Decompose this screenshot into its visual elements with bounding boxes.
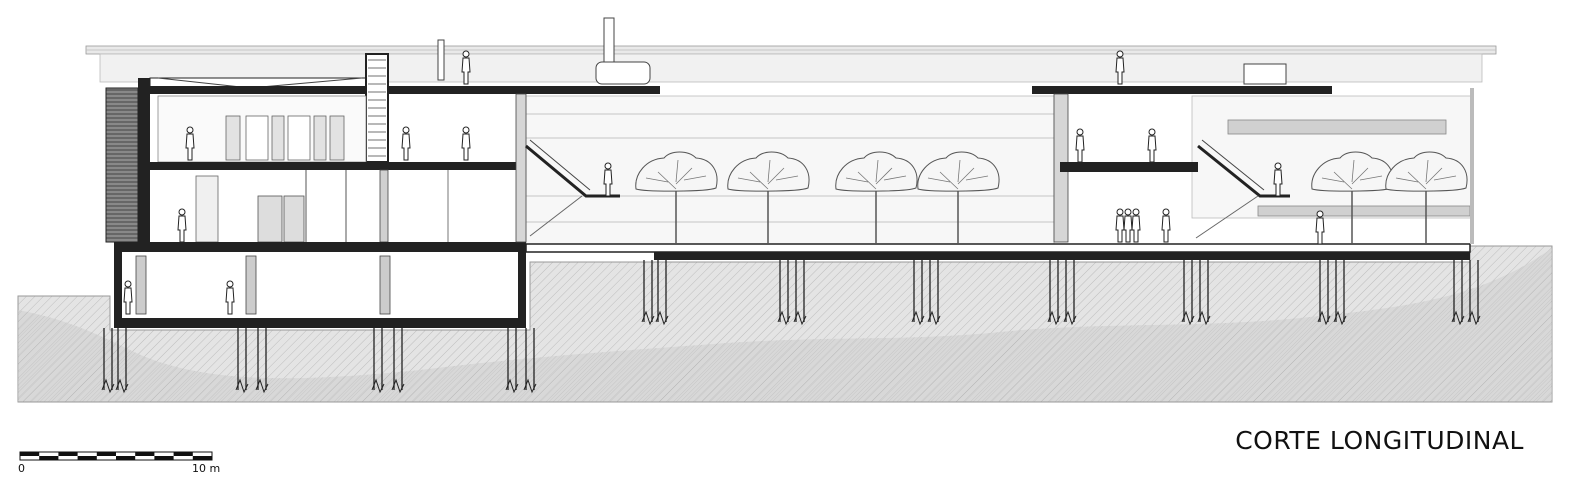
- drawing-title: CORTE LONGITUDINAL: [1235, 426, 1524, 455]
- scale-start-label: 0: [18, 462, 25, 475]
- scale-bar: [19, 451, 213, 461]
- roof-equipment: [437, 17, 1287, 85]
- scale-end-label: 10 m: [192, 462, 221, 475]
- center-building: [515, 86, 1474, 260]
- left-building: [105, 53, 658, 328]
